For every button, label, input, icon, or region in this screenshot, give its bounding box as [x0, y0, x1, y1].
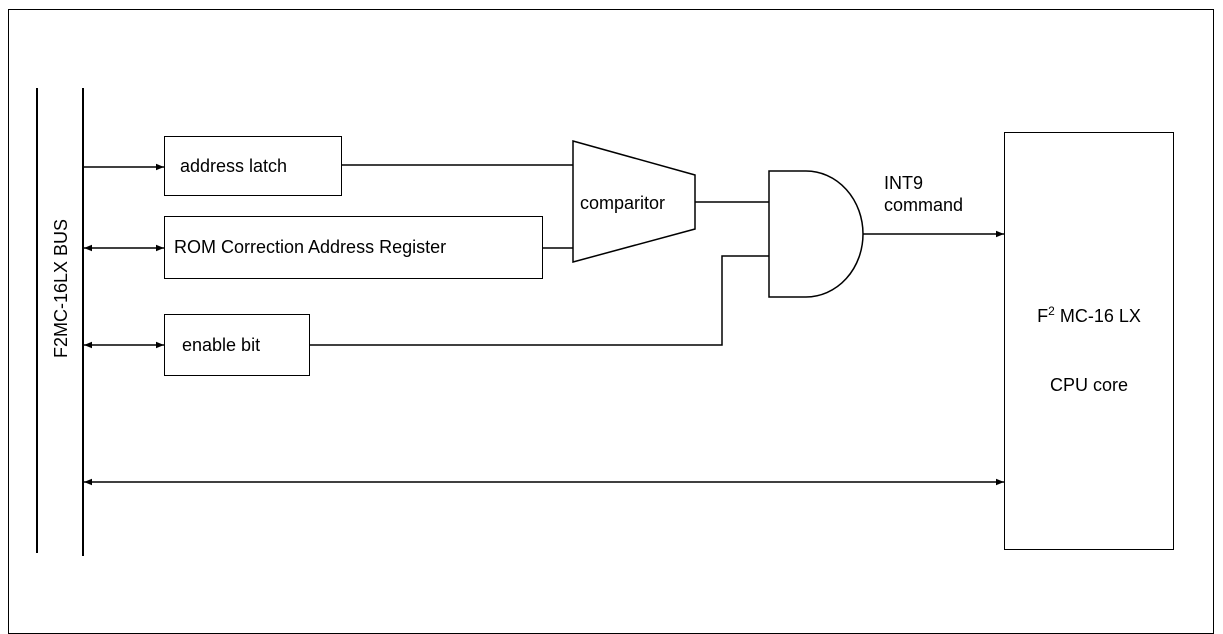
signal-label-line2: command	[884, 195, 964, 215]
address-latch-label: address latch	[180, 155, 288, 176]
bus-label: F2MC-16LX BUS	[51, 219, 71, 358]
enable-bit-box: enable bit	[164, 314, 310, 376]
and-gate	[768, 170, 864, 298]
signal-label: INT9 command	[884, 172, 963, 216]
enable-bit-to-gate-wire	[310, 255, 769, 346]
cpu-title-prefix: F	[1037, 306, 1049, 326]
comparator-label: comparitor	[580, 193, 666, 213]
cpu-title-name: MC-16 LX	[1054, 306, 1141, 326]
rom-register-box: ROM Correction Address Register	[164, 216, 543, 279]
comparator-shape	[572, 140, 696, 263]
cpu-subtitle: CPU core	[1049, 375, 1129, 395]
cpu-title: F2 MC-16 LX	[1005, 304, 1173, 327]
address-latch-box: address latch	[164, 136, 342, 196]
rom-register-label: ROM Correction Address Register	[174, 237, 447, 257]
cpu-title-superscript: 2	[1048, 304, 1055, 318]
enable-bit-label: enable bit	[182, 334, 261, 355]
cpu-core-box: F2 MC-16 LX CPU core	[1004, 132, 1174, 550]
signal-label-line1: INT9	[884, 173, 924, 193]
